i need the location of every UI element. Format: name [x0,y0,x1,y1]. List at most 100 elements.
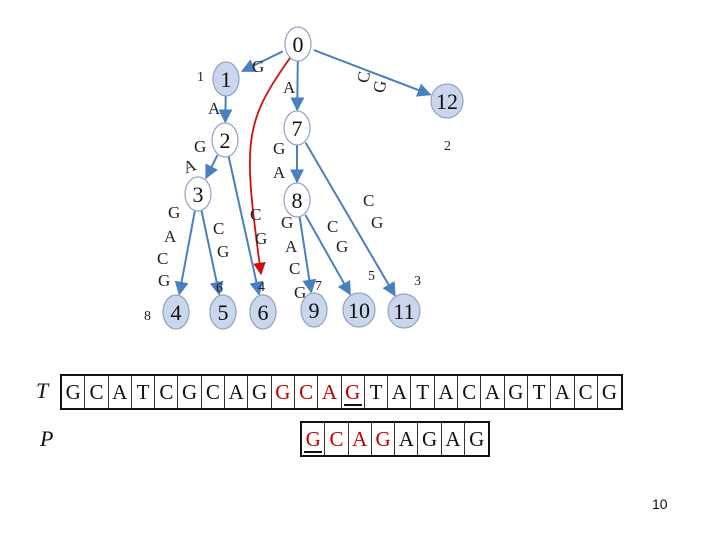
text-char-cell: G [248,376,272,408]
edge-label: G [255,229,267,248]
trie-node-5: 5 [209,294,237,330]
trie-node-10: 10 [342,292,376,328]
edge-label: C [250,205,261,224]
text-char-cell: G [505,376,528,408]
pattern-row-label: P [40,426,54,451]
text-char-cell: A [318,376,342,408]
edge-label: G [158,271,170,290]
pattern-char-cell: A [395,423,419,455]
edge-label: G [294,283,306,302]
edge-label: G [273,139,285,158]
text-char-cell: T [528,376,552,408]
node-circle [209,294,237,330]
text-char-cell: G [342,376,365,408]
trie-node-7: 7 [283,110,311,146]
text-char-cell: C [155,376,179,408]
edge-label: A [181,155,200,177]
pattern-char-cell: G [372,423,396,455]
text-char-cell: A [225,376,249,408]
pattern-id-label: 2 [444,139,451,154]
text-char-cell: G [601,379,618,404]
node-label: 12 [436,89,458,114]
failure-link-arrow [248,57,291,276]
trie-edge-n0-n12 [313,49,432,97]
trie-node-4: 4 [162,294,190,330]
edge-label: G [168,203,180,222]
node-label: 3 [193,182,204,207]
node-label: 5 [218,300,229,325]
trie-node-11: 11 [387,293,421,329]
pattern-char-cell: C [325,423,349,455]
pattern-char-cell: A [442,423,466,455]
edge-label: G [369,79,390,94]
node-label: 10 [348,298,370,323]
text-char-cell: G [272,376,295,408]
text-char-cell: A [109,376,132,408]
edge-label: G [252,57,264,76]
pattern-id-label: 1 [197,70,204,85]
pattern-id-label: 5 [368,269,375,284]
trie-edge-n2-n3 [205,154,219,180]
text-char-cell: C [295,376,319,408]
edge-label: C [157,249,168,268]
pattern-char-cell: G [469,426,485,451]
trie-node-9: 9 [300,292,328,328]
trie-edge-n0-n7 [290,60,305,112]
edge-label: A [273,163,286,182]
edge-label: G [336,237,348,256]
node-label: 6 [258,300,269,325]
node-label: 7 [292,116,303,141]
text-char-cell: T [365,376,389,408]
edge-label: C [353,70,374,84]
node-label: 4 [171,300,182,325]
node-circle [430,83,464,119]
text-char-cell: A [481,376,505,408]
node-label: 0 [293,32,304,57]
edge-label: G [194,137,206,156]
trie-node-2: 2 [211,122,239,158]
text-char-cell: C [575,376,598,408]
node-circle [184,176,212,212]
text-char-cell: C [458,376,482,408]
pattern-char-cell: G [302,423,326,455]
text-char-cell: C [85,376,109,408]
pattern-char-cell: A [349,423,372,455]
pattern-char-cell: G [418,423,442,455]
node-label: 11 [393,299,414,324]
text-char-cell: T [411,376,435,408]
trie-node-0: 0 [284,26,312,62]
trie-node-3: 3 [184,176,212,212]
text-char-cell: C [202,376,226,408]
edge-label: A [164,227,177,246]
text-char-cell: A [388,376,412,408]
edge-label: G [217,242,229,261]
node-label: 9 [309,298,320,323]
trie-node-8: 8 [283,182,311,218]
edge-label: C [327,217,338,236]
text-char-cell: A [435,376,459,408]
edge-label: C [289,259,300,278]
text-char-cell: A [551,376,575,408]
node-circle [342,292,376,328]
edge-label: A [285,237,298,256]
edge-label: A [283,78,296,97]
node-circle [212,61,240,97]
pattern-id-label: 4 [258,280,265,295]
trie-edge-n8-n10 [304,214,352,296]
node-circle [284,26,312,62]
edge-label: G [281,213,293,232]
edge-label: A [208,99,221,118]
node-label: 2 [220,128,231,153]
node-circle [249,294,277,330]
node-circle [283,110,311,146]
text-char-cell: G [62,376,86,408]
pattern-id-label: 3 [414,274,421,289]
trie-edge-n8-n9 [298,216,317,294]
pattern-id-label: 6 [216,281,223,296]
node-label: 1 [221,67,232,92]
node-circle [283,182,311,218]
node-label: 8 [292,188,303,213]
